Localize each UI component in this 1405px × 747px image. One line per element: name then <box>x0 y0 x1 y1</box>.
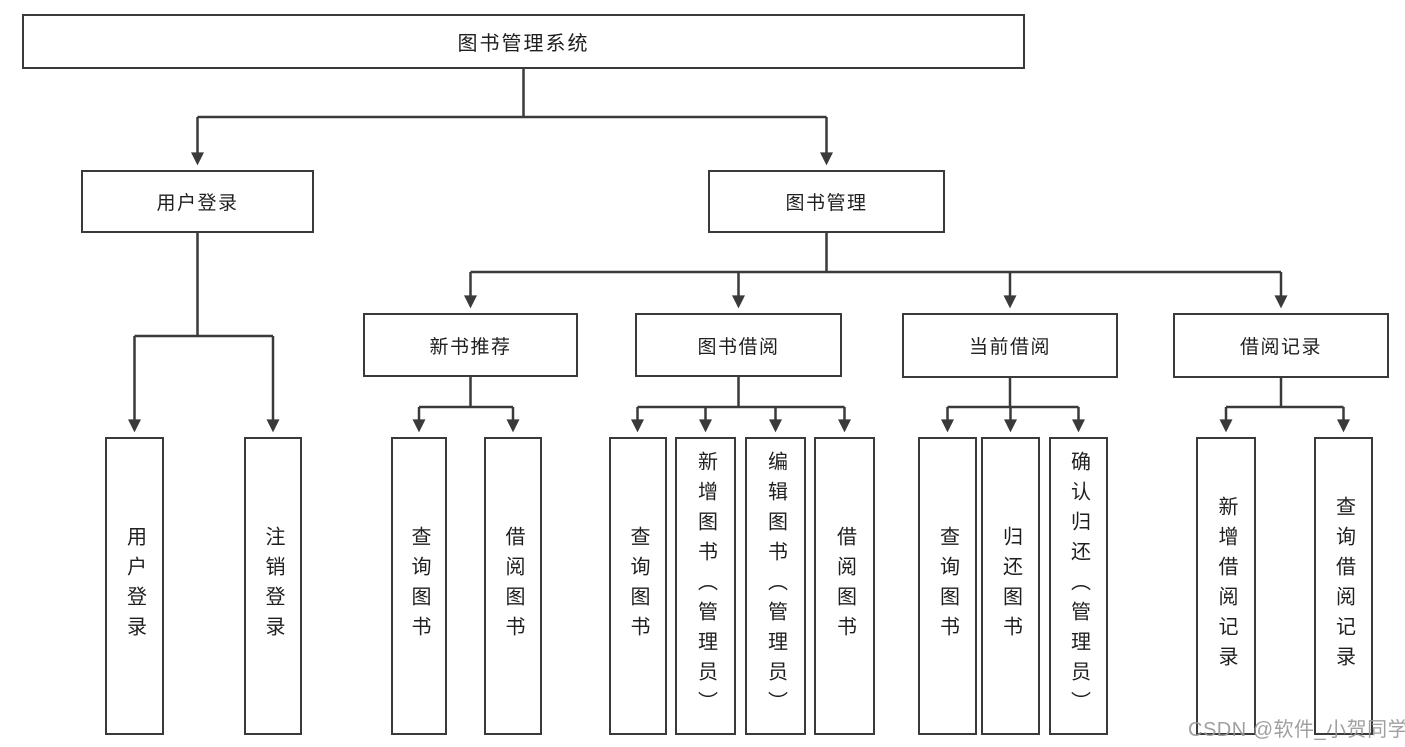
watermark-text: CSDN @软件_小贺同学 <box>1188 719 1405 741</box>
node-query-borrow-record: 查询借阅记录 <box>1314 437 1373 735</box>
node-user-login: 用户登录 <box>81 170 314 233</box>
node-logout: 注销登录 <box>244 437 302 735</box>
node-borrow-books-2: 借阅图书 <box>814 437 875 735</box>
node-label: 新增图书（管理员） <box>694 451 717 721</box>
node-label: 新增借阅记录 <box>1215 496 1237 676</box>
node-borrowing-records: 借阅记录 <box>1173 313 1389 378</box>
node-label: 归还图书 <box>999 526 1022 646</box>
node-label: 借阅记录 <box>1239 337 1322 358</box>
node-label: 注销登录 <box>262 526 284 646</box>
node-label: 确认归还（管理员） <box>1067 451 1090 721</box>
node-label: 图书管理系统 <box>457 33 590 55</box>
node-book-management: 图书管理 <box>708 170 945 233</box>
node-edit-books-admin: 编辑图书（管理员） <box>745 437 806 735</box>
node-add-books-admin: 新增图书（管理员） <box>675 437 736 735</box>
rail-root <box>134 68 1344 409</box>
node-library-management-system: 图书管理系统 <box>22 14 1025 69</box>
node-new-book-recommendation: 新书推荐 <box>363 313 578 377</box>
node-query-books-1: 查询图书 <box>391 437 447 735</box>
node-return-books: 归还图书 <box>981 437 1040 735</box>
node-confirm-return-admin: 确认归还（管理员） <box>1049 437 1108 735</box>
node-label: 查询借阅记录 <box>1332 496 1355 676</box>
node-user-login-leaf: 用户登录 <box>105 437 164 735</box>
node-label: 借阅图书 <box>502 526 524 646</box>
node-label: 当前借阅 <box>968 337 1051 358</box>
node-query-books-3: 查询图书 <box>918 437 977 735</box>
node-label: 图书借阅 <box>697 336 780 358</box>
node-label: 查询图书 <box>627 526 649 646</box>
node-add-borrow-record: 新增借阅记录 <box>1196 437 1256 735</box>
node-label: 图书管理 <box>785 193 868 214</box>
node-label: 查询图书 <box>936 526 959 646</box>
node-borrow-books-1: 借阅图书 <box>484 437 542 735</box>
node-book-borrowing: 图书借阅 <box>635 313 842 377</box>
node-label: 编辑图书（管理员） <box>764 451 787 721</box>
node-label: 用户登录 <box>156 193 239 214</box>
node-label: 查询图书 <box>408 526 430 646</box>
node-current-borrowing: 当前借阅 <box>902 313 1118 378</box>
node-label: 用户登录 <box>123 526 146 646</box>
node-query-books-2: 查询图书 <box>609 437 667 735</box>
node-label: 新书推荐 <box>429 336 512 358</box>
node-label: 借阅图书 <box>833 526 856 646</box>
